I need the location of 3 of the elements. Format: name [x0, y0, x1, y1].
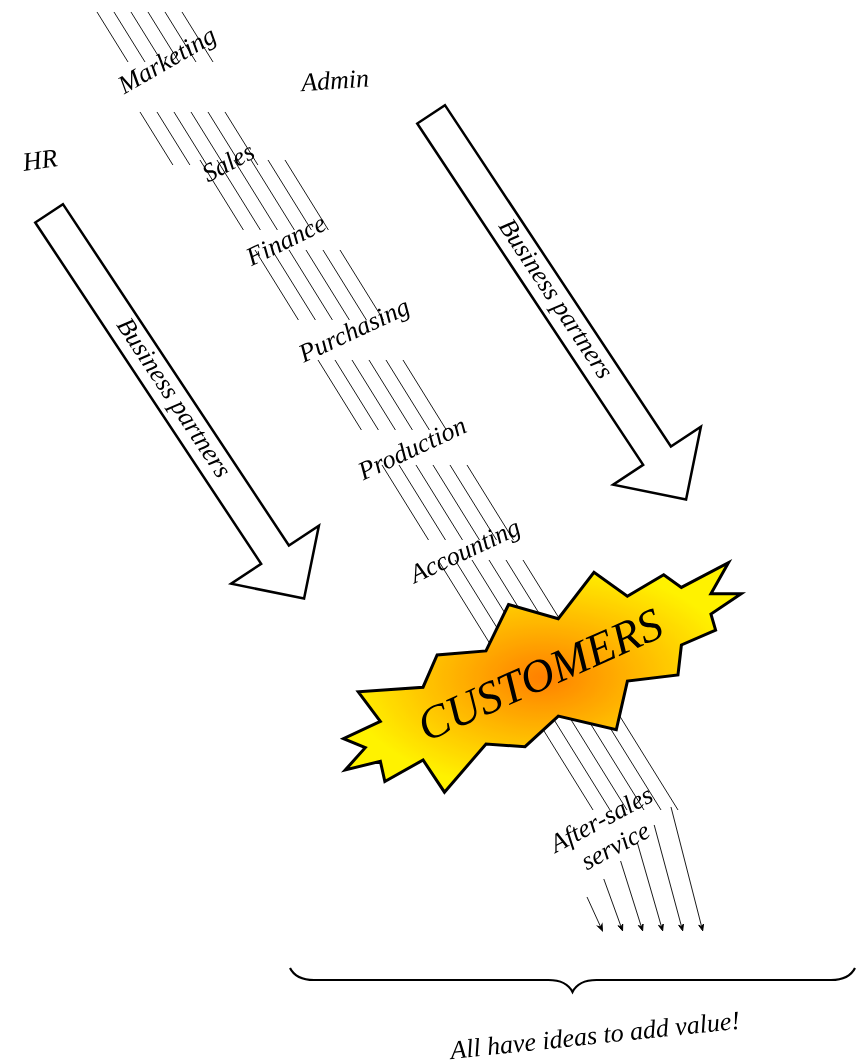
label-text: HR — [23, 149, 58, 171]
label-text: Admin — [300, 70, 369, 92]
label-text: All have ideas to add value! — [449, 1011, 738, 1060]
